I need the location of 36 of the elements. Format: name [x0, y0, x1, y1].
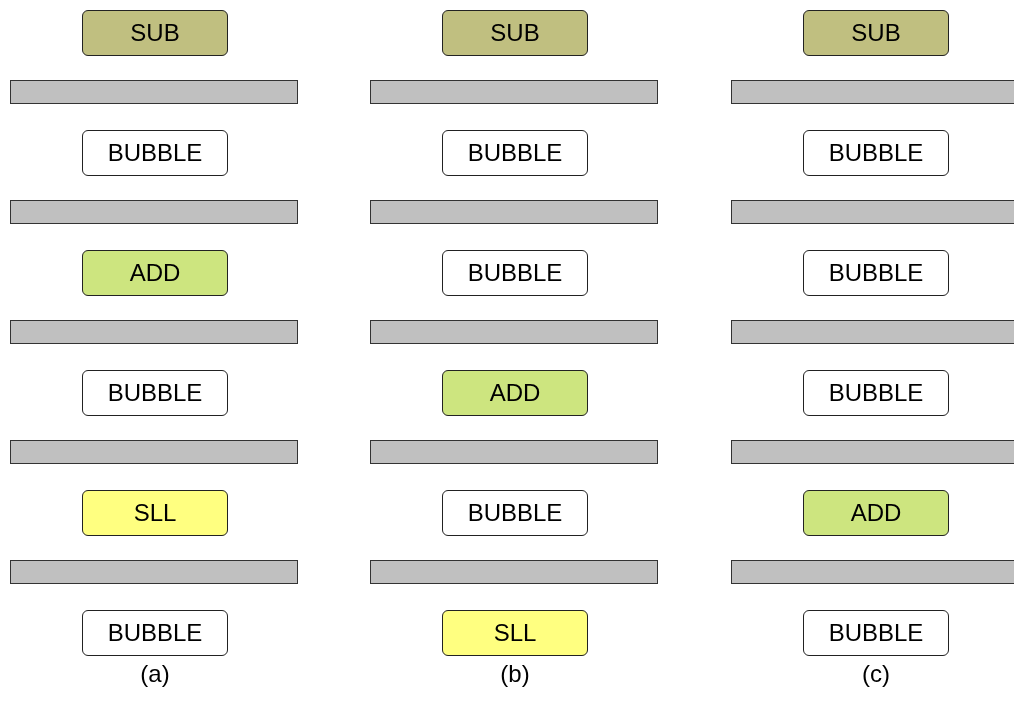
pipeline-register-bar [10, 440, 298, 464]
pipeline-register-bar [731, 80, 1014, 104]
sll-instruction-box: SLL [82, 490, 228, 536]
pipeline-register-bar [731, 200, 1014, 224]
bubble-box: BUBBLE [442, 250, 588, 296]
bubble-box: BUBBLE [82, 130, 228, 176]
add-instruction-box: ADD [82, 250, 228, 296]
pipeline-register-bar [10, 80, 298, 104]
pipeline-register-bar [731, 440, 1014, 464]
bubble-box: BUBBLE [82, 610, 228, 656]
pipeline-register-bar [10, 320, 298, 344]
pipeline-register-bar [370, 560, 658, 584]
pipeline-register-bar [370, 320, 658, 344]
pipeline-register-bar [731, 320, 1014, 344]
pipeline-register-bar [370, 80, 658, 104]
bubble-box: BUBBLE [82, 370, 228, 416]
sub-instruction-box: SUB [82, 10, 228, 56]
pipeline-register-bar [10, 200, 298, 224]
pipeline-register-bar [10, 560, 298, 584]
pipeline-register-bar [731, 560, 1014, 584]
sub-instruction-box: SUB [803, 10, 949, 56]
panel-caption: (b) [499, 660, 531, 688]
panel-caption: (a) [139, 660, 171, 688]
sll-instruction-box: SLL [442, 610, 588, 656]
sub-instruction-box: SUB [442, 10, 588, 56]
bubble-box: BUBBLE [442, 490, 588, 536]
bubble-box: BUBBLE [803, 130, 949, 176]
add-instruction-box: ADD [803, 490, 949, 536]
add-instruction-box: ADD [442, 370, 588, 416]
bubble-box: BUBBLE [803, 250, 949, 296]
pipeline-register-bar [370, 440, 658, 464]
panel-caption: (c) [861, 660, 891, 688]
bubble-box: BUBBLE [803, 370, 949, 416]
bubble-box: BUBBLE [803, 610, 949, 656]
pipeline-register-bar [370, 200, 658, 224]
bubble-box: BUBBLE [442, 130, 588, 176]
